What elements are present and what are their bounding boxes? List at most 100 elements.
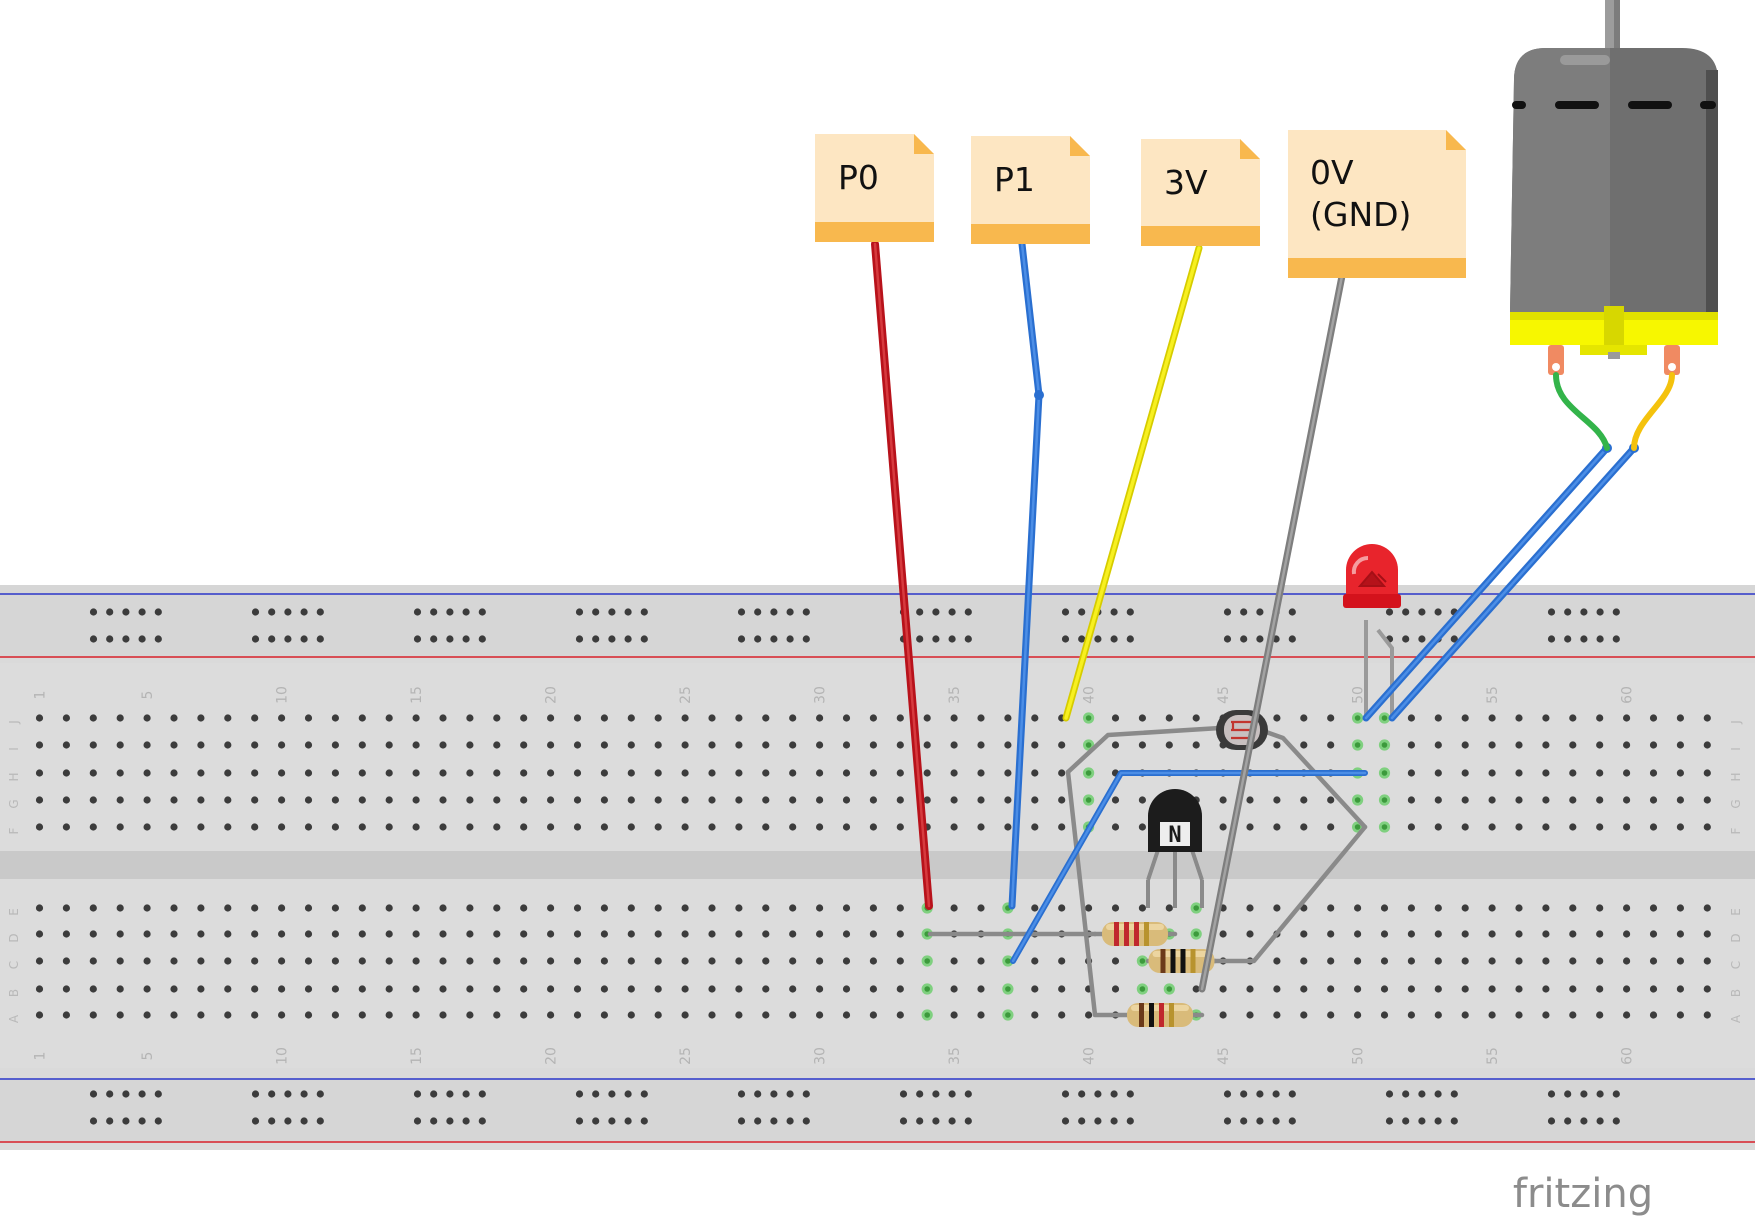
rail-hole[interactable] xyxy=(1547,1090,1556,1098)
rail-hole[interactable] xyxy=(138,1090,146,1098)
breadboard-hole[interactable] xyxy=(1165,714,1173,722)
breadboard-hole[interactable] xyxy=(1461,904,1469,912)
breadboard-hole[interactable] xyxy=(1219,985,1227,993)
breadboard-hole[interactable] xyxy=(789,796,797,804)
breadboard-hole[interactable] xyxy=(1058,904,1066,912)
breadboard-hole[interactable] xyxy=(493,741,501,749)
rail-hole[interactable] xyxy=(462,1117,470,1125)
breadboard-hole[interactable] xyxy=(1623,741,1631,749)
rail-hole[interactable] xyxy=(964,1117,972,1125)
breadboard-hole[interactable] xyxy=(1623,714,1631,722)
breadboard-hole[interactable] xyxy=(89,741,97,749)
breadboard-hole[interactable] xyxy=(1649,957,1658,965)
breadboard-hole[interactable] xyxy=(950,741,958,749)
breadboard-hole[interactable] xyxy=(1058,796,1066,804)
breadboard-hole[interactable] xyxy=(1327,823,1335,831)
breadboard-hole[interactable] xyxy=(1246,796,1254,804)
breadboard-hole[interactable] xyxy=(1461,823,1469,831)
breadboard-hole[interactable] xyxy=(170,796,178,804)
rail-hole[interactable] xyxy=(284,1090,292,1098)
breadboard-hole[interactable] xyxy=(1596,985,1604,993)
breadboard-hole[interactable] xyxy=(1407,714,1415,722)
breadboard-hole[interactable] xyxy=(1138,714,1146,722)
rail-hole[interactable] xyxy=(154,1117,162,1125)
dc-motor[interactable] xyxy=(1510,0,1718,451)
breadboard-hole[interactable] xyxy=(170,823,178,831)
breadboard-hole[interactable] xyxy=(1542,714,1550,722)
breadboard-hole[interactable] xyxy=(439,957,447,965)
breadboard-hole[interactable] xyxy=(869,904,878,912)
breadboard-hole[interactable] xyxy=(600,769,609,777)
breadboard-hole[interactable] xyxy=(1515,714,1523,722)
breadboard-hole[interactable] xyxy=(520,823,528,831)
breadboard-hole[interactable] xyxy=(789,985,797,993)
breadboard-hole[interactable] xyxy=(1623,930,1631,938)
rail-hole[interactable] xyxy=(154,608,162,616)
breadboard-hole[interactable] xyxy=(197,1011,205,1019)
breadboard-hole[interactable] xyxy=(385,796,393,804)
breadboard-hole[interactable] xyxy=(170,1011,178,1019)
breadboard-hole[interactable] xyxy=(1434,796,1442,804)
breadboard-hole[interactable] xyxy=(762,796,770,804)
rail-hole[interactable] xyxy=(1094,635,1102,643)
rail-hole[interactable] xyxy=(1110,1117,1118,1125)
breadboard-hole[interactable] xyxy=(1004,769,1012,777)
gray-jumper-to-col51[interactable] xyxy=(1212,824,1368,964)
breadboard-hole[interactable] xyxy=(493,796,501,804)
breadboard-hole[interactable] xyxy=(251,714,259,722)
breadboard-hole[interactable] xyxy=(331,957,339,965)
breadboard-hole[interactable] xyxy=(1649,930,1658,938)
breadboard-hole[interactable] xyxy=(412,930,420,938)
breadboard-hole[interactable] xyxy=(304,985,313,993)
breadboard-hole[interactable] xyxy=(1273,796,1281,804)
breadboard-hole[interactable] xyxy=(1515,1011,1523,1019)
rail-hole[interactable] xyxy=(316,608,324,616)
rail-hole[interactable] xyxy=(106,1090,114,1098)
breadboard-hole[interactable] xyxy=(1703,769,1711,777)
rail-hole[interactable] xyxy=(106,608,114,616)
breadboard-hole[interactable] xyxy=(1596,823,1604,831)
rail-hole[interactable] xyxy=(89,608,98,616)
breadboard-hole[interactable] xyxy=(520,1011,528,1019)
breadboard-hole[interactable] xyxy=(573,904,582,912)
rail-hole[interactable] xyxy=(462,608,470,616)
breadboard-hole[interactable] xyxy=(923,769,931,777)
breadboard-hole[interactable] xyxy=(1300,796,1308,804)
breadboard-hole[interactable] xyxy=(1488,714,1496,722)
breadboard-hole[interactable] xyxy=(89,930,97,938)
breadboard-hole[interactable] xyxy=(439,714,447,722)
breadboard-hole[interactable] xyxy=(224,985,232,993)
breadboard-hole[interactable] xyxy=(1327,930,1335,938)
rail-hole[interactable] xyxy=(608,608,616,616)
breadboard-hole[interactable] xyxy=(439,823,447,831)
breadboard-hole[interactable] xyxy=(278,769,286,777)
note-p0[interactable]: P0 xyxy=(815,134,934,242)
breadboard-hole[interactable] xyxy=(1246,823,1254,831)
breadboard-hole[interactable] xyxy=(1676,985,1684,993)
breadboard-hole[interactable] xyxy=(1461,930,1469,938)
breadboard-hole[interactable] xyxy=(331,930,339,938)
rail-hole[interactable] xyxy=(138,608,146,616)
breadboard-hole[interactable] xyxy=(89,823,97,831)
breadboard-hole[interactable] xyxy=(439,904,447,912)
breadboard-hole[interactable] xyxy=(1246,930,1254,938)
breadboard-hole[interactable] xyxy=(627,769,635,777)
breadboard-hole[interactable] xyxy=(896,904,904,912)
rail-hole[interactable] xyxy=(1272,1117,1280,1125)
breadboard-hole[interactable] xyxy=(896,741,904,749)
breadboard-hole[interactable] xyxy=(1461,796,1469,804)
breadboard-hole[interactable] xyxy=(1703,714,1711,722)
breadboard-hole[interactable] xyxy=(143,714,151,722)
rail-hole[interactable] xyxy=(251,1090,260,1098)
breadboard-hole[interactable] xyxy=(1246,904,1254,912)
breadboard-hole[interactable] xyxy=(62,957,70,965)
breadboard-hole[interactable] xyxy=(62,714,70,722)
breadboard-hole[interactable] xyxy=(869,1011,878,1019)
breadboard-hole[interactable] xyxy=(1596,930,1604,938)
breadboard-hole[interactable] xyxy=(1407,1011,1415,1019)
breadboard-hole[interactable] xyxy=(224,1011,232,1019)
rail-hole[interactable] xyxy=(770,1117,778,1125)
breadboard-hole[interactable] xyxy=(600,957,609,965)
breadboard-hole[interactable] xyxy=(950,714,958,722)
breadboard-hole[interactable] xyxy=(1407,930,1415,938)
